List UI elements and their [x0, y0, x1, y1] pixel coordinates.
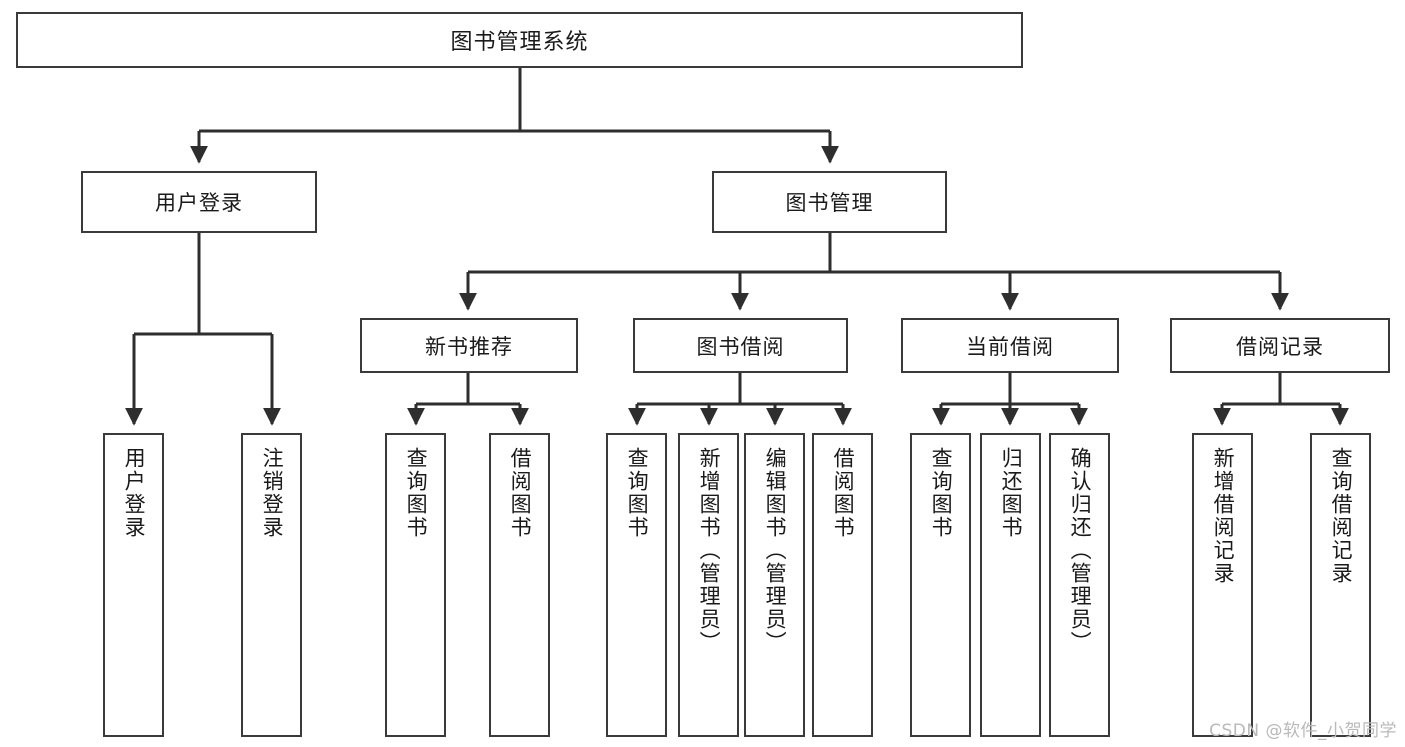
leaf-current-return-book[interactable]: 归还图书 [980, 433, 1041, 737]
node-label: 查询借阅记录 [1329, 447, 1354, 585]
node-label: 图书借阅 [696, 334, 785, 359]
node-label: 借阅图书 [508, 447, 533, 539]
node-label: 图书管理 [785, 191, 874, 215]
leaf-record-query-borrow-record[interactable]: 查询借阅记录 [1310, 433, 1371, 737]
node-book-management[interactable]: 图书管理 [712, 171, 947, 233]
leaf-borrow-add-book-admin[interactable]: 新增图书（管理员） [678, 433, 739, 737]
node-book-borrow[interactable]: 图书借阅 [633, 318, 848, 373]
leaf-current-confirm-return-admin[interactable]: 确认归还（管理员） [1049, 433, 1110, 737]
node-label: 确认归还（管理员） [1068, 447, 1093, 654]
node-label: 图书管理系统 [450, 30, 589, 55]
node-label: 用户登录 [155, 191, 243, 215]
node-new-book-recommend[interactable]: 新书推荐 [360, 318, 578, 373]
node-label: 查询图书 [404, 447, 429, 539]
leaf-recommend-borrow-book[interactable]: 借阅图书 [489, 433, 550, 737]
node-root-system[interactable]: 图书管理系统 [16, 12, 1023, 68]
node-current-borrow[interactable]: 当前借阅 [901, 318, 1119, 373]
leaf-borrow-query-book[interactable]: 查询图书 [606, 433, 667, 737]
leaf-record-add-borrow-record[interactable]: 新增借阅记录 [1192, 433, 1253, 737]
node-label: 查询图书 [625, 447, 650, 539]
node-label: 用户登录 [122, 447, 147, 539]
leaf-recommend-query-book[interactable]: 查询图书 [385, 433, 446, 737]
csdn-watermark: CSDN @软件_小贺同学 [1209, 721, 1397, 741]
node-label: 借阅记录 [1236, 334, 1324, 359]
leaf-user-login-signin[interactable]: 用户登录 [103, 433, 164, 737]
leaf-current-query-book[interactable]: 查询图书 [910, 433, 971, 737]
node-label: 新书推荐 [425, 334, 513, 359]
node-label: 当前借阅 [966, 334, 1054, 359]
node-label: 借阅图书 [831, 447, 856, 539]
node-label: 注销登录 [260, 447, 285, 539]
node-label: 归还图书 [999, 447, 1024, 539]
node-user-login[interactable]: 用户登录 [81, 171, 317, 233]
node-label: 查询图书 [929, 447, 954, 539]
node-label: 编辑图书（管理员） [763, 447, 788, 654]
node-label: 新增借阅记录 [1211, 447, 1236, 585]
node-label: 新增图书（管理员） [697, 447, 722, 654]
leaf-user-login-signout[interactable]: 注销登录 [241, 433, 302, 737]
leaf-borrow-borrow-book[interactable]: 借阅图书 [812, 433, 873, 737]
node-borrow-record[interactable]: 借阅记录 [1170, 318, 1390, 373]
leaf-borrow-edit-book-admin[interactable]: 编辑图书（管理员） [744, 433, 805, 737]
